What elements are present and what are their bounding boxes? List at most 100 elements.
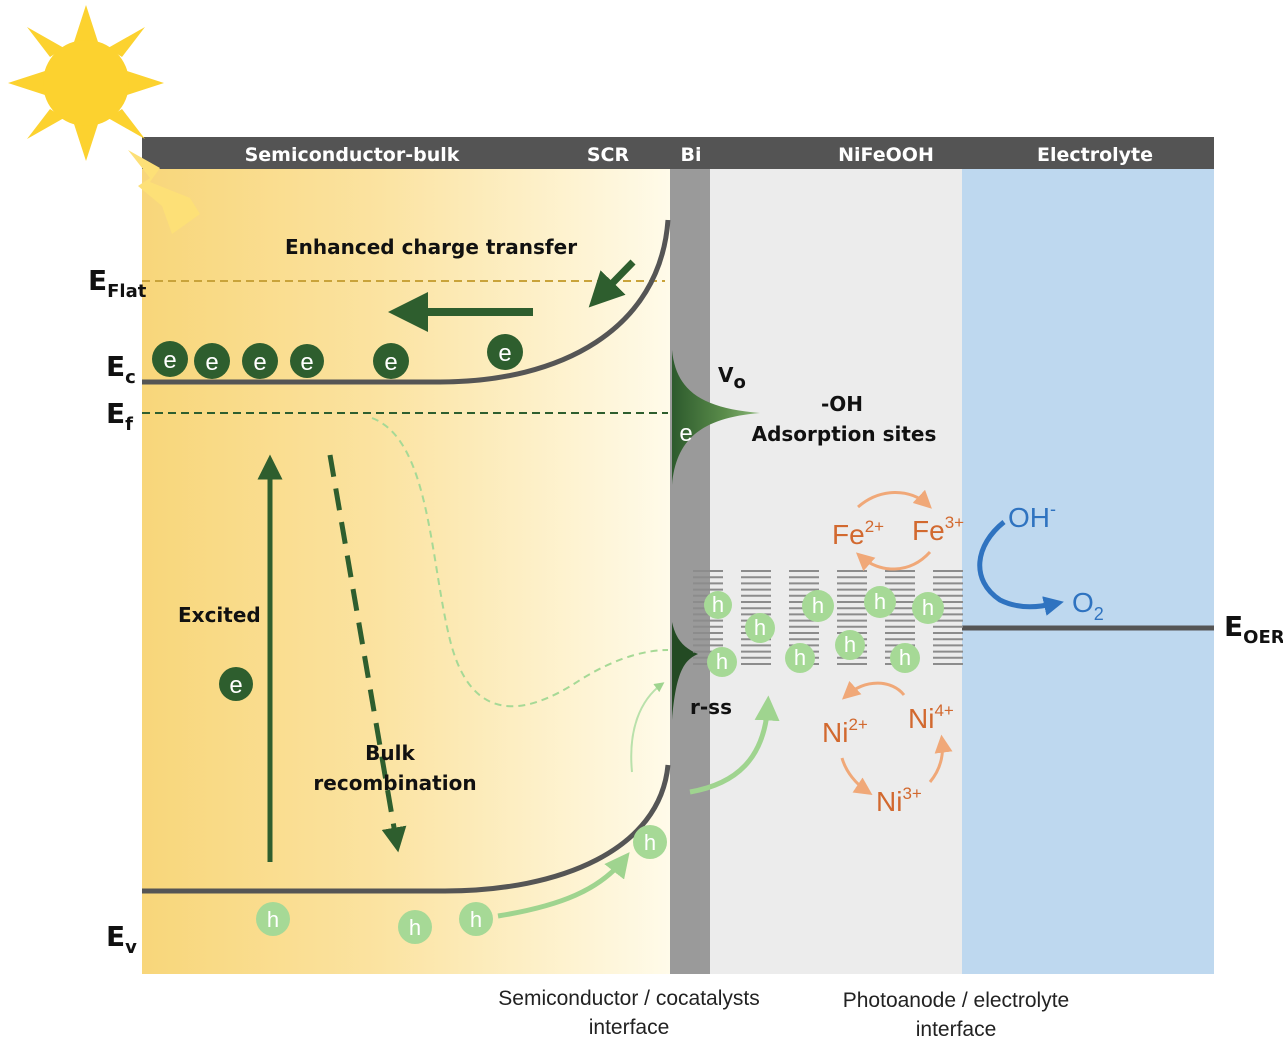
svg-text:e: e bbox=[229, 672, 242, 699]
fe3-label: Fe3+ bbox=[912, 513, 964, 546]
bulk-recombination-label-line2: recombination bbox=[313, 771, 476, 795]
pa-interface-caption-line2: interface bbox=[916, 1018, 997, 1039]
svg-text:h: h bbox=[874, 589, 886, 614]
svg-text:EOER: EOER bbox=[1224, 610, 1283, 648]
cb-electron-2: e bbox=[194, 343, 230, 379]
svg-text:O2: O2 bbox=[1072, 587, 1104, 624]
header-nifeooh: NiFeOOH bbox=[838, 144, 934, 166]
svg-text:e: e bbox=[300, 349, 313, 376]
header-semiconductor-bulk: Semiconductor-bulk bbox=[245, 144, 460, 166]
scr-hole: h bbox=[633, 825, 667, 859]
excited-label: Excited bbox=[178, 603, 261, 627]
nifeooh-hole-6: h bbox=[912, 592, 944, 624]
ni2-to-ni3-arrow bbox=[840, 757, 873, 795]
light-ray-icon bbox=[128, 150, 200, 234]
svg-text:e: e bbox=[253, 349, 266, 376]
hole-to-nifeooh-arrow bbox=[689, 695, 780, 795]
svg-text:h: h bbox=[716, 649, 728, 674]
nifeooh-hole-2: h bbox=[745, 613, 775, 643]
band-bending-arrow bbox=[588, 259, 636, 308]
vo-label: Vo bbox=[718, 363, 746, 393]
svg-text:Ni3+: Ni3+ bbox=[876, 784, 922, 817]
sc-interface-caption-line2: interface bbox=[589, 1016, 670, 1039]
svg-text:Vo: Vo bbox=[718, 363, 746, 393]
ni3-label: Ni3+ bbox=[876, 784, 922, 817]
semiconductor-bulk-region bbox=[142, 168, 672, 974]
nifeooh-hole-8: h bbox=[835, 630, 865, 660]
svg-text:e: e bbox=[205, 349, 218, 376]
svg-text:h: h bbox=[644, 830, 656, 855]
e-f-label: Ef bbox=[106, 397, 133, 435]
sun-icon bbox=[8, 5, 164, 161]
ni3-to-ni4-arrow bbox=[928, 734, 953, 783]
svg-text:h: h bbox=[470, 907, 482, 932]
hole-drift-arrow bbox=[497, 852, 630, 919]
nifeooh-hole-9: h bbox=[890, 643, 920, 673]
svg-text:Ni4+: Ni4+ bbox=[908, 701, 954, 734]
cb-electron-5: e bbox=[373, 343, 409, 379]
r-ss-peak bbox=[672, 622, 698, 720]
fe2-label: Fe2+ bbox=[832, 517, 884, 550]
oh-site-label: -OH bbox=[821, 392, 863, 416]
svg-text:h: h bbox=[754, 615, 766, 640]
svg-text:Ev: Ev bbox=[106, 920, 137, 958]
svg-text:e: e bbox=[384, 349, 397, 376]
conduction-band bbox=[142, 219, 671, 385]
valence-band bbox=[142, 764, 671, 894]
pa-interface-caption-line1: Photoanode / electrolyte bbox=[843, 989, 1070, 1012]
nifeooh-hole-4: h bbox=[802, 590, 834, 622]
ni4-to-ni2-arrow bbox=[841, 680, 906, 700]
nifeooh-hole-7: h bbox=[785, 643, 815, 673]
e-c-label: Ec bbox=[106, 350, 136, 388]
svg-text:h: h bbox=[899, 645, 911, 670]
electrolyte-region bbox=[962, 168, 1214, 974]
surface-state-path bbox=[371, 417, 669, 708]
e-flat-label: EFlat bbox=[88, 264, 147, 302]
adsorption-sites-label: Adsorption sites bbox=[752, 422, 937, 446]
oh-minus-label: OH- bbox=[1008, 499, 1056, 533]
vb-hole-3: h bbox=[459, 902, 493, 936]
svg-text:Ec: Ec bbox=[106, 350, 136, 388]
svg-text:e: e bbox=[163, 347, 176, 374]
e-oer-label: EOER bbox=[1224, 610, 1283, 648]
nifeooh-hole-5: h bbox=[864, 586, 896, 618]
svg-text:OH-: OH- bbox=[1008, 499, 1056, 533]
header-bar bbox=[142, 137, 1214, 169]
header-electrolyte: Electrolyte bbox=[1037, 144, 1153, 166]
svg-text:h: h bbox=[812, 593, 824, 618]
r-ss-label: r-ss bbox=[690, 695, 732, 719]
vo-state-peak bbox=[672, 350, 760, 485]
excited-electron: e bbox=[219, 667, 253, 701]
o2-label: O2 bbox=[1072, 587, 1104, 624]
svg-text:Fe2+: Fe2+ bbox=[832, 517, 884, 550]
hole-to-rss-arrow bbox=[630, 682, 665, 773]
svg-text:h: h bbox=[844, 632, 856, 657]
bulk-recombination-label-line1: Bulk bbox=[365, 741, 415, 765]
sc-interface-caption-line1: Semiconductor / cocatalysts bbox=[498, 987, 759, 1010]
svg-text:h: h bbox=[267, 907, 279, 932]
enhanced-charge-transfer-label: Enhanced charge transfer bbox=[285, 235, 577, 259]
cb-electron-6: e bbox=[487, 334, 523, 370]
svg-text:h: h bbox=[922, 595, 934, 620]
fe-oxidation-arrow bbox=[857, 489, 932, 509]
header-scr: SCR bbox=[587, 144, 630, 166]
cb-electron-3: e bbox=[242, 343, 278, 379]
svg-text:Ef: Ef bbox=[106, 397, 133, 435]
ni2-label: Ni2+ bbox=[822, 715, 868, 748]
oer-arrow bbox=[977, 520, 1064, 616]
ni4-label: Ni4+ bbox=[908, 701, 954, 734]
fe-reduction-arrow bbox=[855, 550, 932, 572]
svg-text:e: e bbox=[498, 340, 511, 367]
vb-hole-2: h bbox=[398, 910, 432, 944]
header-bi: Bi bbox=[681, 144, 702, 166]
svg-text:Ni2+: Ni2+ bbox=[822, 715, 868, 748]
vb-hole-1: h bbox=[256, 902, 290, 936]
nifeooh-hole-1: h bbox=[704, 591, 732, 619]
cb-electron-4: e bbox=[290, 344, 324, 378]
svg-text:h: h bbox=[794, 645, 806, 670]
cb-electron-1: e bbox=[152, 341, 188, 377]
svg-text:h: h bbox=[712, 592, 724, 617]
svg-text:h: h bbox=[409, 915, 421, 940]
vo-electron: e bbox=[679, 420, 692, 447]
